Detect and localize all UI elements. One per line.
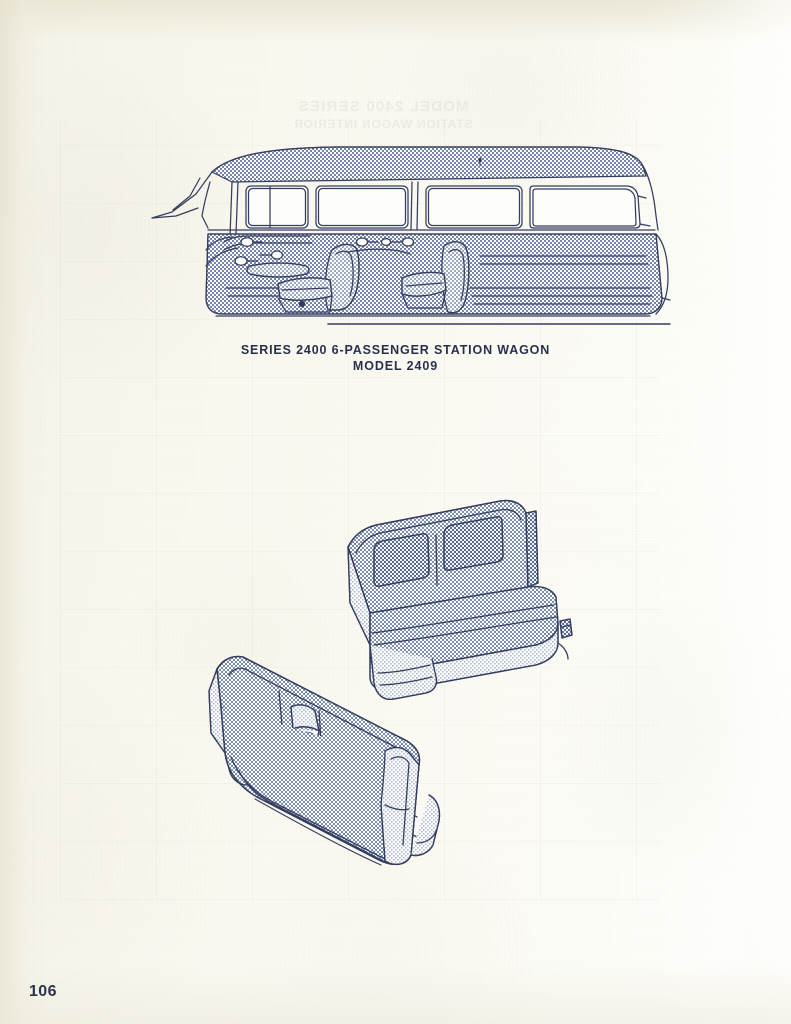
- station-wagon-cutaway-illustration: [150, 138, 680, 338]
- caption-line-2: MODEL 2409: [352, 359, 439, 373]
- page-number: 106: [29, 983, 57, 1000]
- caption-line-1: SERIES 2400 6-PASSENGER STATION WAGON: [240, 343, 551, 357]
- reverse-side-text-ghost: MODEL 2400 SERIES STATION WAGON INTERIOR: [248, 98, 518, 131]
- scan-bottom-shadow: [0, 964, 791, 1024]
- scan-left-shadow: [0, 0, 46, 1024]
- figure-caption: SERIES 2400 6-PASSENGER STATION WAGON MO…: [0, 342, 791, 374]
- ghost-line-1: MODEL 2400 SERIES: [297, 98, 469, 115]
- ghost-line-2: STATION WAGON INTERIOR: [293, 117, 473, 131]
- rear-bench-seat-illustration: [195, 645, 505, 875]
- scan-right-glow: [641, 0, 791, 1024]
- front-bench-seat-illustration: [330, 495, 600, 715]
